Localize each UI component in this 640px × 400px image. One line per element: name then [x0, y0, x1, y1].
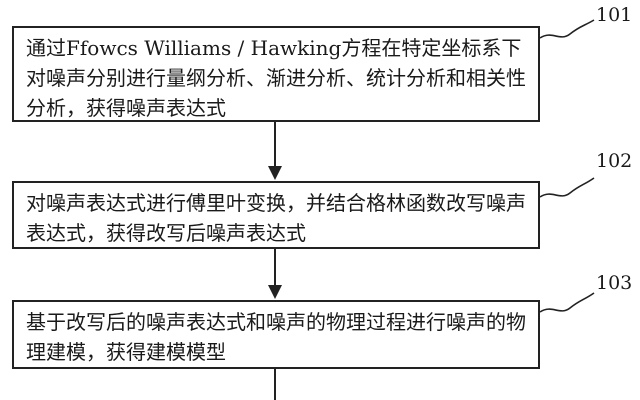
- leader-102: [539, 177, 595, 198]
- step-text-103: 基于改写后的噪声表达式和噪声的物理过程进行噪声的物理建模，获得建模模型: [26, 310, 526, 364]
- arrowhead-101-to-102: [268, 166, 282, 180]
- step-text-101: 通过Ffowcs Williams / Hawking方程在特定坐标系下对噪声分…: [26, 36, 526, 120]
- leader-101: [539, 19, 595, 39]
- step-box-103: 基于改写后的噪声表达式和噪声的物理过程进行噪声的物理建模，获得建模模型: [12, 300, 540, 369]
- step-box-102: 对噪声表达式进行傅里叶变换，并结合格林函数改写噪声表达式，获得改写后噪声表达式: [12, 181, 540, 249]
- step-number-101: 101: [596, 4, 633, 26]
- arrowhead-102-to-103: [268, 285, 282, 299]
- step-number-102: 102: [596, 150, 633, 172]
- step-box-101: 通过Ffowcs Williams / Hawking方程在特定坐标系下对噪声分…: [12, 26, 540, 122]
- leader-103: [539, 292, 595, 313]
- step-number-103: 103: [596, 272, 633, 294]
- step-text-102: 对噪声表达式进行傅里叶变换，并结合格林函数改写噪声表达式，获得改写后噪声表达式: [26, 191, 526, 245]
